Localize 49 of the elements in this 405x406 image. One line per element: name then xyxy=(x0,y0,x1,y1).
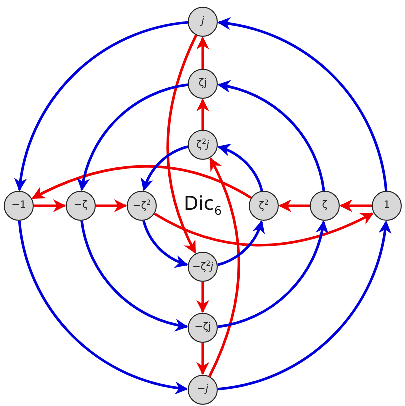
group-element-node xyxy=(188,252,218,282)
element-label: −ζ xyxy=(74,201,88,211)
element-label: ζj xyxy=(198,79,208,89)
arrow xyxy=(218,144,264,192)
arrow xyxy=(154,212,374,247)
element-label: −ζ$^{2}$ xyxy=(132,200,152,212)
group-element-node xyxy=(188,130,218,160)
arrow xyxy=(196,282,210,314)
group-name: Dic$_{6}$ xyxy=(183,193,223,218)
element-label: −ζj xyxy=(194,323,212,333)
arrow xyxy=(218,220,328,328)
arrow xyxy=(217,220,264,266)
group-element-node xyxy=(188,375,218,405)
element-label: 1 xyxy=(384,201,390,211)
element-label: −1 xyxy=(12,201,26,211)
arrow xyxy=(96,200,128,212)
arrow xyxy=(80,220,188,332)
arrow xyxy=(142,220,188,268)
element-label: −j xyxy=(197,385,209,395)
group-element-node xyxy=(249,191,279,221)
group-element-node xyxy=(188,69,218,99)
element-label: −ζ$^{2}$j xyxy=(192,261,214,273)
arrow xyxy=(196,98,210,130)
group-element-node xyxy=(66,191,96,221)
group-element-node xyxy=(188,7,218,37)
element-label: ζ$^{2}$j xyxy=(196,139,210,151)
element-label: ζ$^{2}$ xyxy=(259,200,269,212)
arrow xyxy=(32,165,252,200)
group-element-node xyxy=(127,191,157,221)
arrow xyxy=(196,343,210,376)
arrow xyxy=(208,158,240,378)
arrow xyxy=(218,80,326,192)
arrow xyxy=(34,200,66,212)
group-element-node xyxy=(4,191,34,221)
arrow xyxy=(15,21,188,192)
element-label: j xyxy=(202,17,204,27)
arrow xyxy=(218,220,391,391)
arrow xyxy=(18,220,188,394)
arrow xyxy=(166,34,198,254)
element-label: ζ xyxy=(322,201,328,211)
arrow xyxy=(142,146,189,192)
arrow xyxy=(78,84,188,192)
arrow xyxy=(340,200,372,212)
group-element-node xyxy=(188,313,218,343)
group-element-node xyxy=(372,191,402,221)
arrow xyxy=(278,200,310,212)
arrow xyxy=(196,36,210,69)
arrow xyxy=(218,18,388,192)
group-element-node xyxy=(310,191,340,221)
